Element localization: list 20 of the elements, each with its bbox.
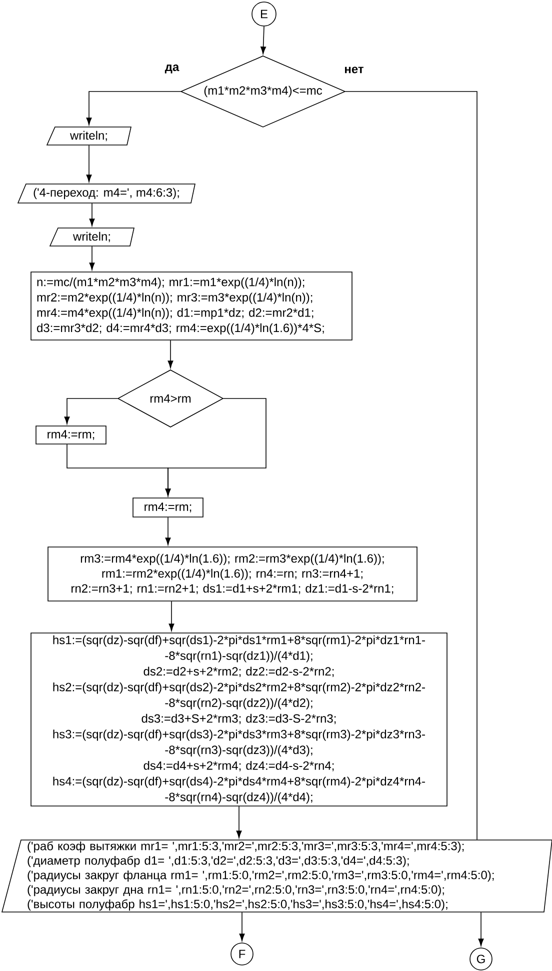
process-box: rm3:=rm4*exp((1/4)*ln(1.6)); rm2:=rm3*exp((1/4)*ln(1.6)); rm1:=rm2*exp((1/4)*ln(1.6)); rn4:=rn; rn3:=rn4+1; rn2:=rn3+1; rn1:=rn2+1; ds1:=d1+s+2*rm1; dz1:=d1-s-2*rn1; [48, 546, 418, 602]
process-box: rm4:=rm; [36, 426, 106, 444]
arrow [89, 202, 95, 226]
process-box: n:=mc/(m1*m2*m3*m4); mr1:=m1*exp((1/4)*ln(n)); mr2:=m2*exp((1/4)*ln(n)); mr3:=m3*exp((1/4)*ln(n)); mr4:=m4*exp((1/4)*ln(n)); d1:=mp1*dz; d2:=mr2*d1; d3:=mr3*d2; d4:=mr4*d3; rm4:=exp((1/4)*ln(1.6))*4*S; [30, 272, 352, 340]
process-box: hs1:=(sqr(dz)-sqr(df)+sqr(ds1)-2*pi*ds1*rm1+8*sqr(rm1)-2*pi*dz1*rn1- -8*sqr(rn1)-sqr(dz1))/(4*d1); ds2:=d2+s+2*rm2; dz2:=d2-s-2*rn2; hs2:=(sqr(dz)-sqr(df)+sqr(ds2)-2*pi*ds2*rm2+8*sqr(rm2)-2*pi*dz2*rn2- -8*sqr(rn2)-sqr(dz2))/(4*d2); ds3:=d3+S+2*rm3; dz3:=d3-S-2*rn3; hs3:=(sqr(dz)-sqr(df)+sqr(ds3)-2*pi*ds3*rm3+8*sqr(rm3)-2*pi*dz3*rn3- -8*sqr(rn3)-sqr(dz3))/(4*d3); ds4:=d4+s+2*rm4; dz4:=d4-s-2*rn4; hs4:=(sqr(dz)-sqr(df)+sqr(ds4)-2*pi*ds4*rm4+8*sqr(rm4)-2*pi*dz4*rn4- -8*sqr(rn4)-sqr(dz4))/(4*d4); [30, 632, 448, 806]
arrow [239, 912, 245, 942]
process-box: rm4:=rm; [132, 498, 204, 518]
arrow [86, 91, 181, 126]
arrow [236, 806, 242, 838]
arrow [168, 601, 174, 632]
edge-label: нет [345, 66, 364, 74]
arrow [165, 517, 171, 546]
arrow [86, 144, 92, 182]
arrow [260, 26, 266, 54]
edge-label: да [164, 64, 180, 74]
arrow [89, 246, 95, 270]
arrow [64, 398, 118, 424]
arrow [165, 398, 266, 496]
arrow [168, 340, 174, 368]
arrow [478, 912, 484, 946]
